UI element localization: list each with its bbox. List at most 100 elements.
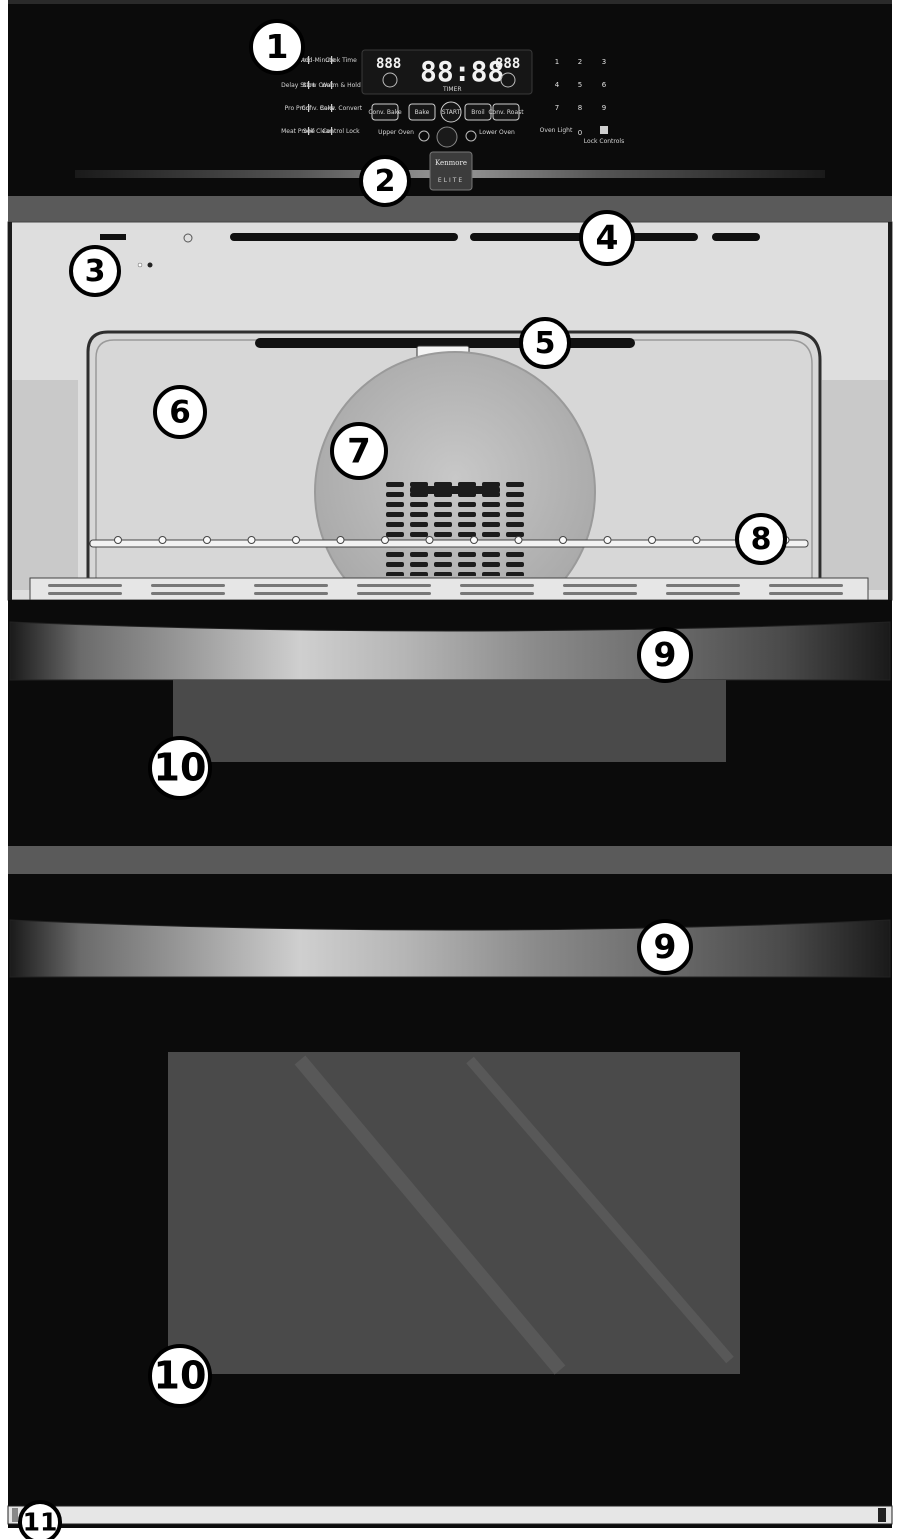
liner-slot xyxy=(460,584,534,587)
door-liner xyxy=(30,578,868,600)
broil-element-3 xyxy=(712,233,760,241)
panel-highlight xyxy=(8,0,892,4)
display-right-digits: 888 xyxy=(495,56,520,72)
callout-number-3: 3 xyxy=(85,254,106,289)
button-divider xyxy=(331,104,332,112)
liner-slot xyxy=(151,592,225,595)
liner-slot xyxy=(151,584,225,587)
liner-slot xyxy=(254,584,328,587)
rack-support-3 xyxy=(204,537,211,544)
broil-element-1 xyxy=(230,233,458,241)
keypad-key-1[interactable]: 1 xyxy=(555,58,559,66)
control-button-cook-time[interactable]: Cook Time xyxy=(325,57,357,64)
callout-number-1: 1 xyxy=(266,27,289,66)
callout-number-7: 7 xyxy=(347,431,371,471)
center-button-label-bake: Bake xyxy=(415,109,430,116)
brand-name: Kenmore xyxy=(435,159,467,167)
callout-number-2: 2 xyxy=(375,164,396,199)
brand-sub: ELITE xyxy=(438,177,464,184)
center-button-row: Conv. Bake Bake START BroilConv. Roast xyxy=(368,102,524,122)
rack-support-14 xyxy=(693,537,700,544)
liner-slot xyxy=(769,592,843,595)
upper-oven-label: Upper Oven xyxy=(378,129,414,136)
cancel-dial[interactable] xyxy=(437,127,457,147)
rack-support-12 xyxy=(604,537,611,544)
rack-support-2 xyxy=(159,537,166,544)
fan-grille-top xyxy=(410,486,500,494)
liner-slot xyxy=(666,584,740,587)
liner-slot xyxy=(48,584,122,587)
button-divider xyxy=(308,56,309,64)
callout-number-8: 8 xyxy=(751,522,772,557)
button-divider xyxy=(331,56,332,64)
keypad-key-9[interactable]: 9 xyxy=(602,104,606,112)
center-button-label-start: START xyxy=(442,109,461,116)
bottom-vent-start xyxy=(12,1508,18,1522)
lower-door-window xyxy=(168,1052,740,1374)
button-divider xyxy=(308,81,309,89)
middle-trim xyxy=(8,846,892,874)
keypad-lock-label: Lock Controls xyxy=(584,138,624,145)
bottom-vent-strip xyxy=(8,1506,892,1524)
lower-oven-label: Lower Oven xyxy=(479,129,515,136)
cavity-side-right xyxy=(822,380,892,590)
callout-number-6: 6 xyxy=(169,395,191,431)
display-clock: 88:88 xyxy=(420,55,504,88)
keypad-key-2[interactable]: 2 xyxy=(578,58,582,66)
liner-slot xyxy=(48,592,122,595)
upper-trim xyxy=(8,196,892,222)
center-button-label-conv-roast: Conv. Roast xyxy=(488,109,524,116)
control-button-conv-convert[interactable]: Conv. Convert xyxy=(320,105,363,112)
cavity-edge-right xyxy=(888,222,892,600)
keypad-key-4[interactable]: 4 xyxy=(555,81,560,89)
display-timer-label: TIMER xyxy=(442,86,462,93)
control-button-control-lock[interactable]: Control Lock xyxy=(322,128,360,135)
rack-support-5 xyxy=(293,537,300,544)
display-left-digits: 888 xyxy=(376,56,401,72)
liner-slot xyxy=(563,584,637,587)
liner-slot xyxy=(357,592,431,595)
control-button-warm-hold[interactable]: Warm & Hold xyxy=(321,82,361,89)
center-button-label-conv-bake: Conv. Bake xyxy=(368,109,402,116)
keypad-key-0[interactable]: 0 xyxy=(578,129,582,137)
rack-support-7 xyxy=(382,537,389,544)
lock-icon xyxy=(600,126,608,134)
door-latch xyxy=(100,234,126,240)
cavity-side-left xyxy=(8,380,78,590)
button-divider xyxy=(308,104,309,112)
rack-support-8 xyxy=(426,537,433,544)
callout-number-9: 9 xyxy=(654,635,677,674)
upper-door-handle[interactable] xyxy=(10,622,890,680)
button-divider xyxy=(331,81,332,89)
center-button-label-broil: Broil xyxy=(471,109,485,116)
callout-number-12: 10 xyxy=(154,1354,207,1398)
keypad-key-7[interactable]: 7 xyxy=(555,104,559,112)
cavity-edge-left xyxy=(8,222,12,600)
rack-support-11 xyxy=(560,537,567,544)
button-divider xyxy=(331,127,332,135)
keypad-key-5[interactable]: 5 xyxy=(578,81,582,89)
brand-badge xyxy=(430,152,472,190)
rack-support-9 xyxy=(471,537,478,544)
callout-number-13: 11 xyxy=(23,1507,58,1536)
callout-number-11: 9 xyxy=(654,927,677,966)
callout-number-10: 10 xyxy=(154,746,207,790)
bottom-vent-end xyxy=(878,1508,886,1522)
keypad-oven-light-label: Oven Light xyxy=(540,127,573,134)
keypad-key-6[interactable]: 6 xyxy=(602,81,607,89)
keypad-key-3[interactable]: 3 xyxy=(602,58,606,66)
light-sensor xyxy=(148,263,153,268)
light-sensor-led xyxy=(138,263,142,267)
callout-number-5: 5 xyxy=(535,326,556,361)
liner-slot xyxy=(563,592,637,595)
button-divider xyxy=(308,127,309,135)
rack-support-13 xyxy=(649,537,656,544)
liner-slot xyxy=(769,584,843,587)
liner-slot xyxy=(254,592,328,595)
liner-slot xyxy=(357,584,431,587)
keypad-key-8[interactable]: 8 xyxy=(578,104,582,112)
callout-number-4: 4 xyxy=(596,218,619,257)
liner-slot xyxy=(666,592,740,595)
liner-slot xyxy=(460,592,534,595)
